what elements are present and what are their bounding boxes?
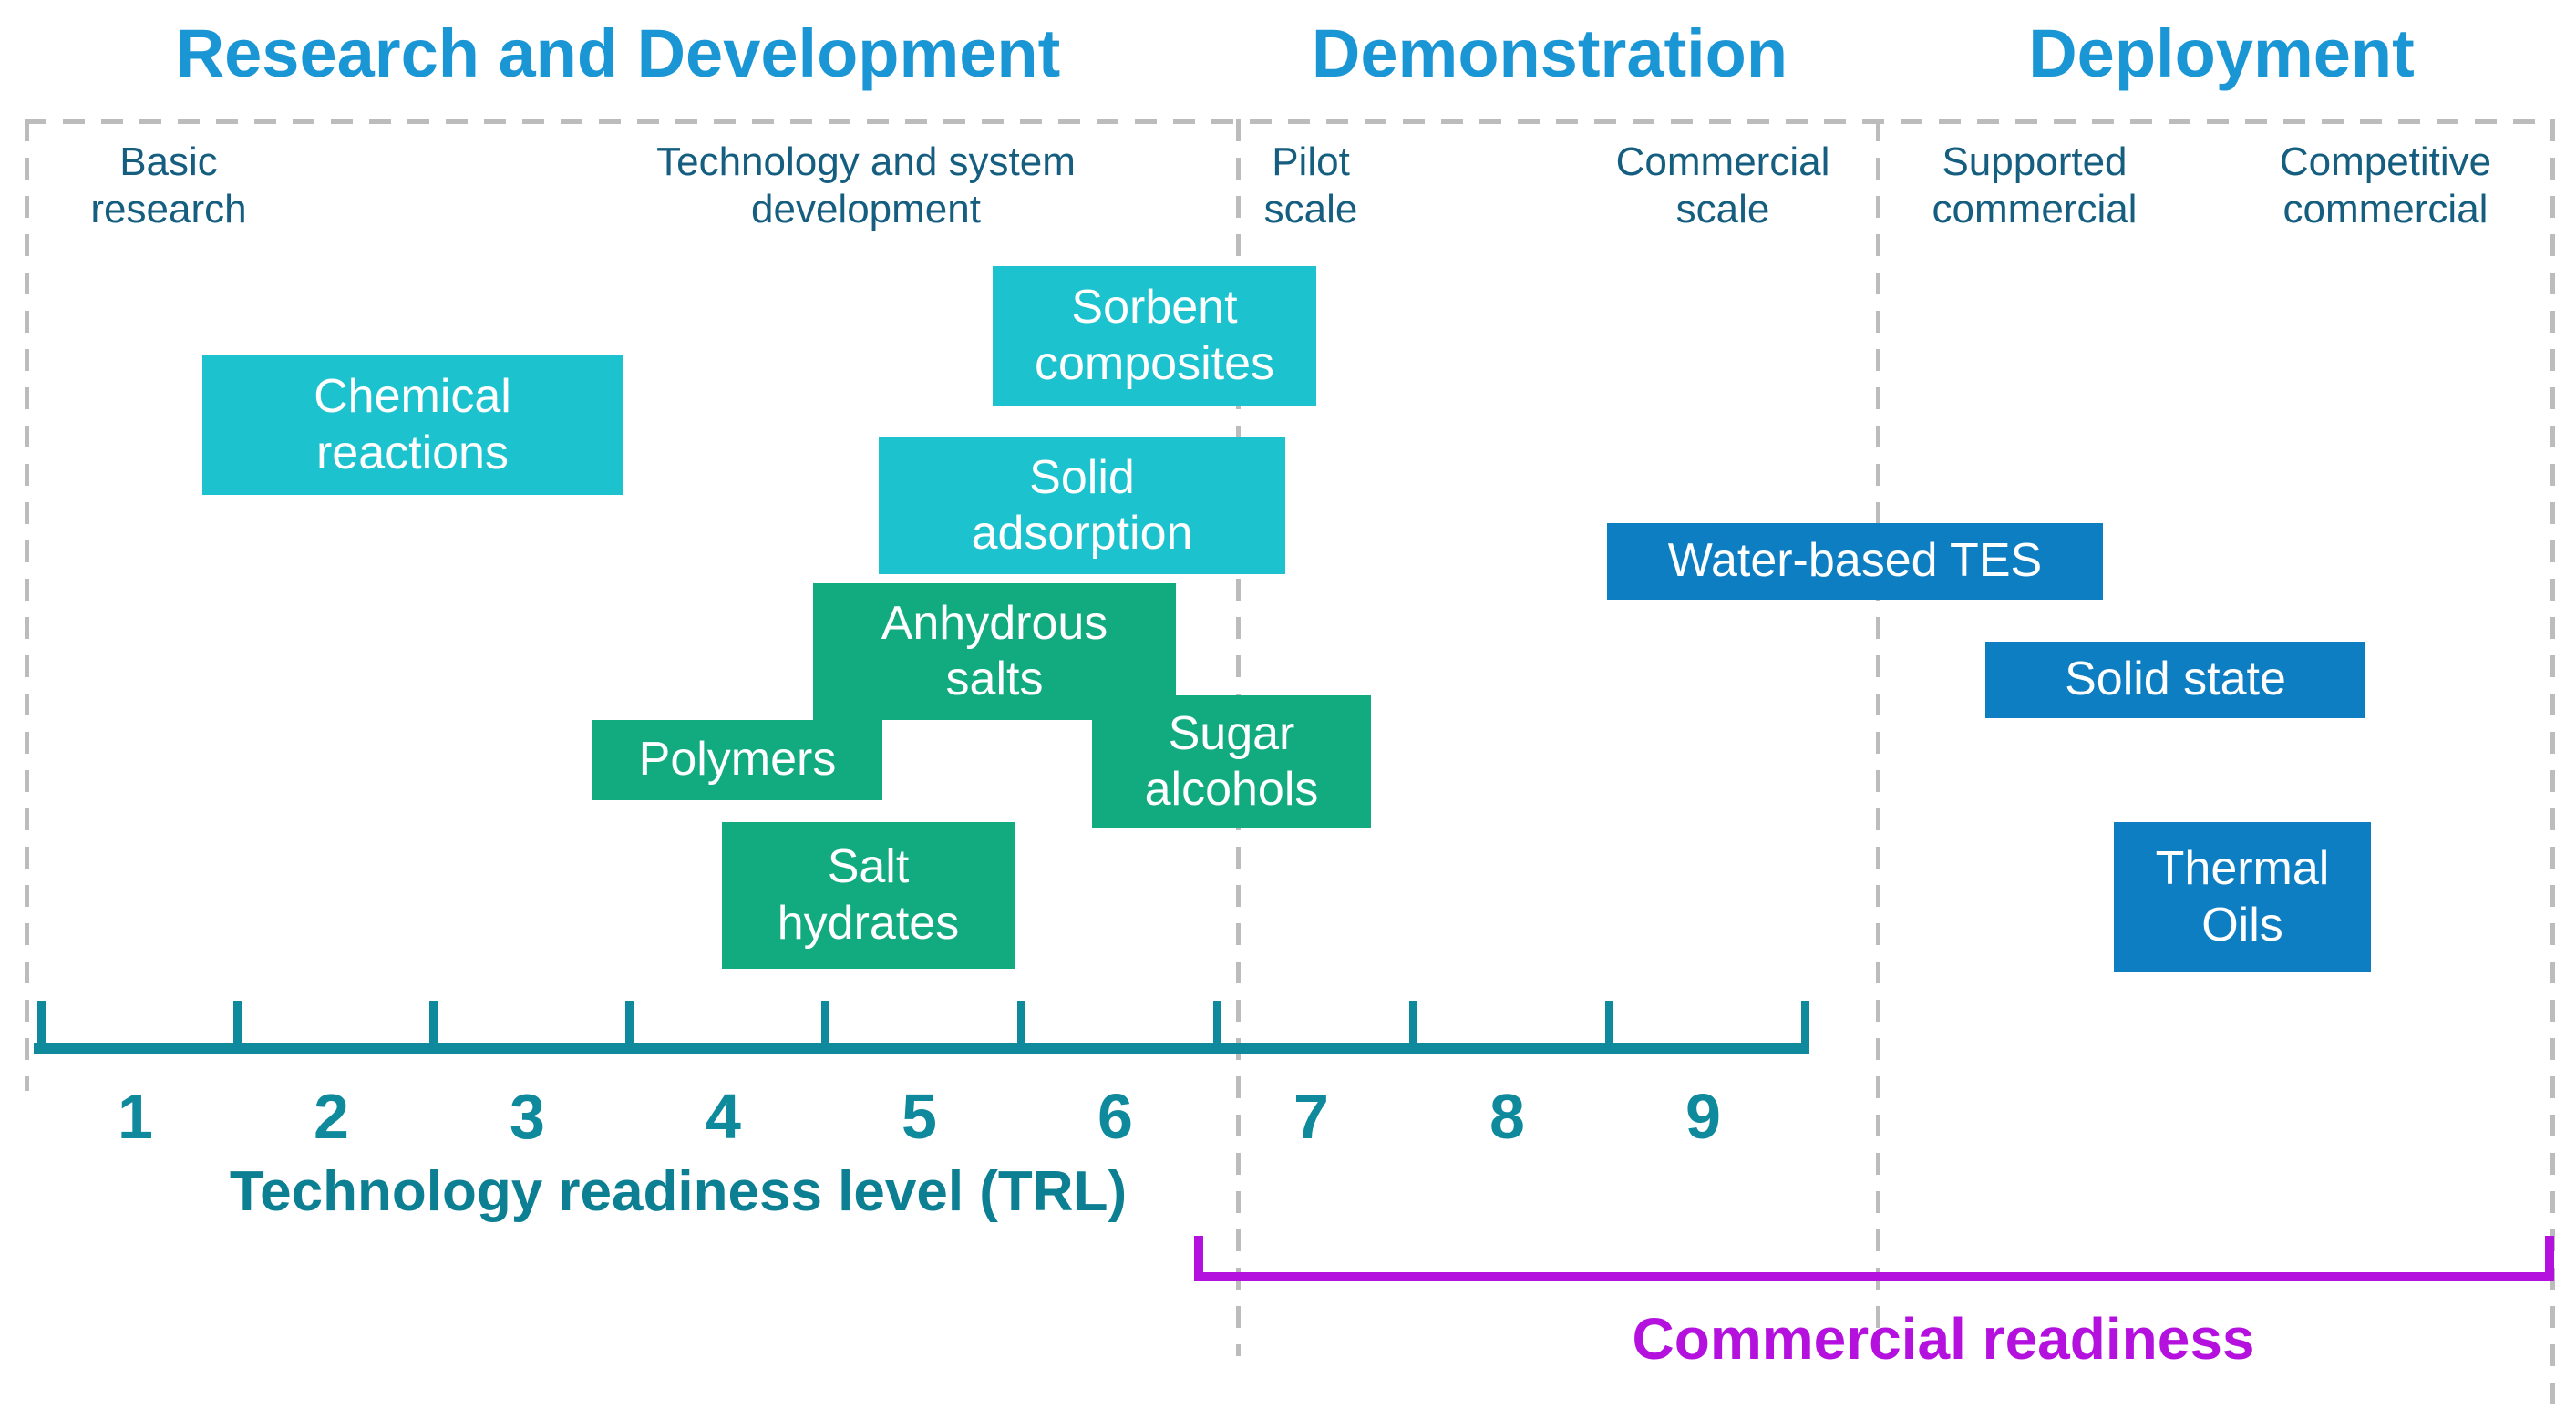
trl-axis-tick-5 [1017, 1001, 1025, 1054]
trl-axis-tick-6 [1213, 1001, 1221, 1054]
commercial-bracket-right-cap [2545, 1236, 2554, 1281]
tech-box-chemical-reactions: Chemical reactions [202, 355, 623, 495]
commercial-bracket-left-cap [1194, 1236, 1203, 1281]
trl-number-7: 7 [1293, 1081, 1329, 1152]
tech-box-polymers: Polymers [592, 720, 882, 800]
tech-box-thermal-oils: Thermal Oils [2114, 822, 2371, 972]
tech-box-solid-adsorption: Solid adsorption [879, 437, 1285, 574]
trl-axis-tick-1 [233, 1001, 242, 1054]
tech-box-solid-state: Solid state [1985, 642, 2365, 718]
trl-number-3: 3 [510, 1081, 545, 1152]
trl-axis-title: Technology readiness level (TRL) [229, 1160, 1128, 1223]
trl-axis-tick-3 [625, 1001, 634, 1054]
trl-number-9: 9 [1685, 1081, 1721, 1152]
trl-number-1: 1 [118, 1081, 153, 1152]
phase-title-deployment: Deployment [2028, 15, 2415, 91]
dashed-top-border [25, 119, 2554, 124]
trl-axis-tick-4 [821, 1001, 829, 1054]
dashed-divider-deployment [1876, 119, 1880, 1356]
trl-axis-tick-9 [1801, 1001, 1809, 1054]
stage-label-competitive-commercial: Competitive commercial [2279, 139, 2492, 231]
trl-number-6: 6 [1097, 1081, 1133, 1152]
trl-axis-bar [34, 1043, 1806, 1054]
tech-box-sorbent-composites: Sorbent composites [993, 266, 1316, 406]
trl-axis-tick-0 [37, 1001, 46, 1054]
dashed-left-border [25, 119, 29, 1091]
stage-label-commercial-scale: Commercial scale [1615, 139, 1830, 231]
tech-box-water-based-tes: Water-based TES [1607, 523, 2103, 600]
trl-number-4: 4 [706, 1081, 741, 1152]
trl-axis-tick-2 [429, 1001, 438, 1054]
phase-title-research-and-development: Research and Development [175, 15, 1061, 91]
tech-box-sugar-alcohols: Sugar alcohols [1092, 695, 1371, 828]
stage-label-basic-research: Basic research [90, 139, 247, 231]
commercial-readiness-label: Commercial readiness [1632, 1306, 2255, 1372]
trl-axis-tick-8 [1605, 1001, 1613, 1054]
phase-title-demonstration: Demonstration [1311, 15, 1788, 91]
commercial-bracket-bar [1194, 1272, 2554, 1281]
trl-number-8: 8 [1489, 1081, 1525, 1152]
stage-label-pilot-scale: Pilot scale [1263, 139, 1358, 231]
stage-label-supported-commercial: Supported commercial [1932, 139, 2138, 231]
stage-label-tech-system-development: Technology and system development [656, 139, 1076, 231]
trl-number-5: 5 [902, 1081, 937, 1152]
trl-axis-tick-7 [1409, 1001, 1417, 1054]
trl-number-2: 2 [314, 1081, 349, 1152]
tech-box-salt-hydrates: Salt hydrates [722, 822, 1015, 969]
dashed-right-border [2550, 119, 2555, 1404]
